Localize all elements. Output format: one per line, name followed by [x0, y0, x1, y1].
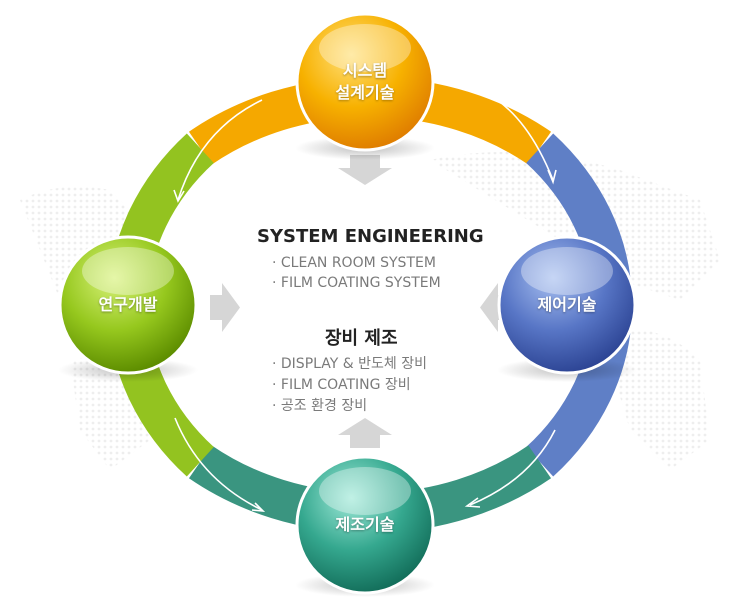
node-label-line1: 시스템 [342, 61, 388, 80]
arrowhead-bottom-left [251, 502, 266, 512]
arrow-right-gray [210, 283, 240, 332]
node-label-control-tech: 제어기술 [537, 295, 597, 314]
arrow-bottom-right [469, 429, 556, 506]
arrow-down-gray [338, 155, 392, 185]
list-item: · 공조 환경 장비 [272, 398, 368, 414]
node-label-system-design: 시스템 설계기술 [295, 60, 435, 104]
node-manufacturing-tech [295, 455, 435, 595]
section-title-equipment-manufacturing: 장비 제조 [325, 328, 398, 349]
arrow-top-right [479, 89, 554, 181]
list-item: · CLEAN ROOM SYSTEM [272, 255, 436, 271]
arrowhead-bottom-right [464, 497, 481, 508]
node-control-tech [497, 235, 637, 375]
node-research [58, 235, 198, 375]
arrow-bottom-left [174, 417, 263, 511]
node-label-research: 연구개발 [98, 295, 158, 314]
arrow-top-left [177, 99, 263, 201]
ring-arrows [173, 89, 557, 512]
section-title-system-engineering: SYSTEM ENGINEERING [257, 226, 484, 247]
node-label-line2: 설계기술 [335, 83, 395, 102]
list-item: · FILM COATING SYSTEM [272, 275, 441, 291]
list-item: · DISPLAY & 반도체 장비 [272, 356, 427, 372]
list-item: · FILM COATING 장비 [272, 377, 411, 393]
arrowhead-top-left [173, 189, 185, 203]
node-label-manufacturing-tech: 제조기술 [335, 515, 395, 534]
node-system-design [295, 12, 435, 152]
arrow-up-gray [338, 418, 392, 448]
arrowhead-top-right [547, 169, 557, 185]
